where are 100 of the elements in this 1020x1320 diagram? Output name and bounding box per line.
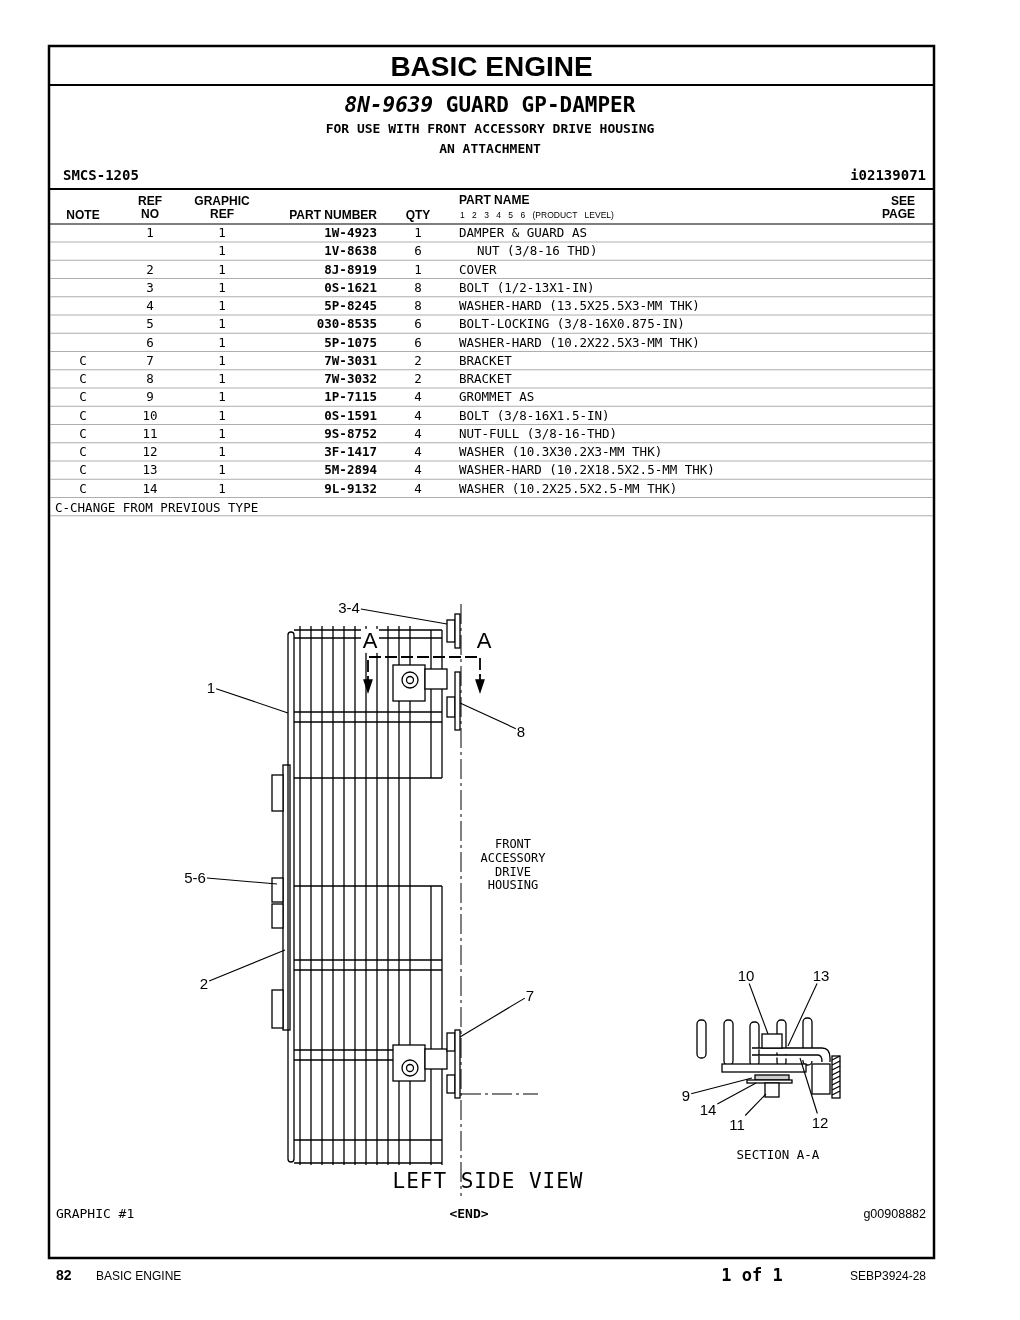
- quantity: 4: [413, 408, 423, 423]
- part-number: 1P-7115: [323, 390, 377, 405]
- ref-number: 1: [145, 226, 155, 240]
- part-number: 9S-8752: [323, 426, 377, 441]
- graphic-ref: 1: [217, 463, 227, 478]
- ref-number: 8: [145, 372, 155, 386]
- graphic-ref: 1: [217, 445, 227, 459]
- ref-number: 9: [145, 390, 155, 405]
- view-title: LEFT SIDE VIEW: [391, 1170, 585, 1194]
- graphic-ref: 1: [217, 481, 227, 496]
- callout-number: 3-4: [338, 599, 360, 615]
- assembly-subtitle: AN ATTACHMENT: [438, 141, 542, 157]
- quantity: 4: [413, 390, 423, 405]
- note-code: C: [78, 426, 88, 441]
- column-header: PART NAME: [459, 193, 530, 207]
- assembly-subtitle: FOR USE WITH FRONT ACCESSORY DRIVE HOUSING: [324, 121, 656, 137]
- graphic-ref: 1: [217, 226, 227, 240]
- part-name: WASHER-HARD (10.2X18.5X2.5-MM THK): [459, 463, 715, 478]
- graphic-number: GRAPHIC #1: [56, 1206, 135, 1222]
- graphic-ref: 1: [217, 317, 227, 332]
- ref-number: 5: [145, 317, 155, 332]
- part-number: 7W-3031: [323, 353, 377, 368]
- note-code: C: [78, 390, 88, 405]
- quantity: 1: [413, 226, 423, 240]
- leader-line: [744, 1093, 767, 1117]
- column-header: REF NO: [137, 195, 163, 221]
- quantity: 4: [413, 481, 423, 496]
- graphic-ref: 1: [217, 262, 227, 277]
- callout-number: 10: [737, 967, 755, 983]
- section-name: BASIC ENGINE: [96, 1270, 182, 1284]
- quantity: 6: [413, 244, 423, 259]
- part-number: 5P-8245: [323, 299, 377, 313]
- callout-number: 9: [681, 1087, 691, 1103]
- part-name: WASHER (10.3X30.2X3-MM THK): [459, 445, 663, 459]
- part-name: NUT (3/8-16 THD): [477, 244, 598, 259]
- note-code: C: [78, 445, 88, 459]
- part-name: GROMMET AS: [459, 390, 535, 405]
- page-count: 1 of 1: [720, 1265, 784, 1285]
- graphic-id: g00908882: [862, 1208, 926, 1222]
- note-code: C: [78, 463, 88, 478]
- product-level-header: 1 2 3 4 5 6 (PRODUCT LEVEL): [460, 211, 614, 221]
- ref-number: 4: [145, 299, 155, 313]
- callout-number: 13: [812, 967, 830, 983]
- part-number: 5P-1075: [323, 335, 377, 350]
- leader-line: [459, 702, 517, 730]
- part-name: WASHER-HARD (10.2X22.5X3-MM THK): [459, 335, 700, 350]
- part-number: 0S-1591: [323, 408, 377, 423]
- graphic-ref: 1: [217, 299, 227, 313]
- graphic-ref: 1: [217, 280, 227, 295]
- graphic-ref: 1: [217, 426, 227, 441]
- ref-number: 2: [145, 262, 155, 277]
- part-name: BOLT (3/8-16X1.5-IN): [459, 408, 610, 423]
- part-name: BOLT-LOCKING (3/8-16X0.875-IN): [459, 317, 685, 332]
- part-number: 9L-9132: [323, 481, 377, 496]
- part-number: 1V-8638: [323, 244, 377, 259]
- callout-number: 12: [811, 1114, 829, 1130]
- part-name: WASHER (10.2X25.5X2.5-MM THK): [459, 481, 678, 496]
- leader-line: [459, 997, 526, 1038]
- quantity: 1: [413, 262, 423, 277]
- ref-number: 3: [145, 280, 155, 295]
- part-number: 1W-4923: [323, 226, 377, 240]
- part-name: BRACKET: [459, 353, 512, 368]
- note-code: C: [78, 481, 88, 496]
- quantity: 4: [413, 445, 423, 459]
- leader-line: [208, 949, 286, 982]
- quantity: 2: [413, 353, 423, 368]
- callout-number: 1: [206, 679, 216, 695]
- ref-number: 12: [141, 445, 159, 459]
- callout-number: 8: [516, 723, 526, 739]
- part-name: BRACKET: [459, 372, 512, 386]
- leader-line: [799, 1057, 818, 1115]
- leader-line: [716, 1082, 757, 1105]
- graphic-ref: 1: [217, 390, 227, 405]
- end-marker: <END>: [448, 1206, 490, 1222]
- ref-number: 11: [141, 426, 159, 441]
- part-number: 3F-1417: [323, 445, 377, 459]
- column-header: QTY: [404, 208, 432, 222]
- quantity: 2: [413, 372, 423, 386]
- callout-number: 5-6: [184, 869, 206, 885]
- graphic-ref: 1: [217, 335, 227, 350]
- part-name: NUT-FULL (3/8-16-THD): [459, 426, 618, 441]
- part-name: DAMPER & GUARD AS: [459, 226, 587, 240]
- column-header: PART NUMBER: [288, 208, 377, 222]
- leader-line: [787, 982, 818, 1047]
- ref-number: 7: [145, 353, 155, 368]
- housing-label: FRONT ACCESSORY DRIVE HOUSING: [479, 838, 547, 894]
- ref-number: 6: [145, 335, 155, 350]
- graphic-ref: 1: [217, 353, 227, 368]
- ref-number: 13: [141, 463, 159, 478]
- part-name: COVER: [459, 262, 497, 277]
- callout-number: 14: [699, 1101, 717, 1117]
- leader-line: [360, 608, 448, 625]
- quantity: 6: [413, 335, 423, 350]
- document-id: i02139071: [849, 168, 926, 184]
- graphic-ref: 1: [217, 244, 227, 259]
- view-title: SECTION A-A: [735, 1148, 821, 1162]
- page-number: 82: [56, 1268, 72, 1284]
- assembly-heading: 8N-9639 GUARD GP-DAMPER: [343, 94, 637, 118]
- part-name: WASHER-HARD (13.5X25.5X3-MM THK): [459, 299, 700, 313]
- part-number: 8J-8919: [323, 262, 377, 277]
